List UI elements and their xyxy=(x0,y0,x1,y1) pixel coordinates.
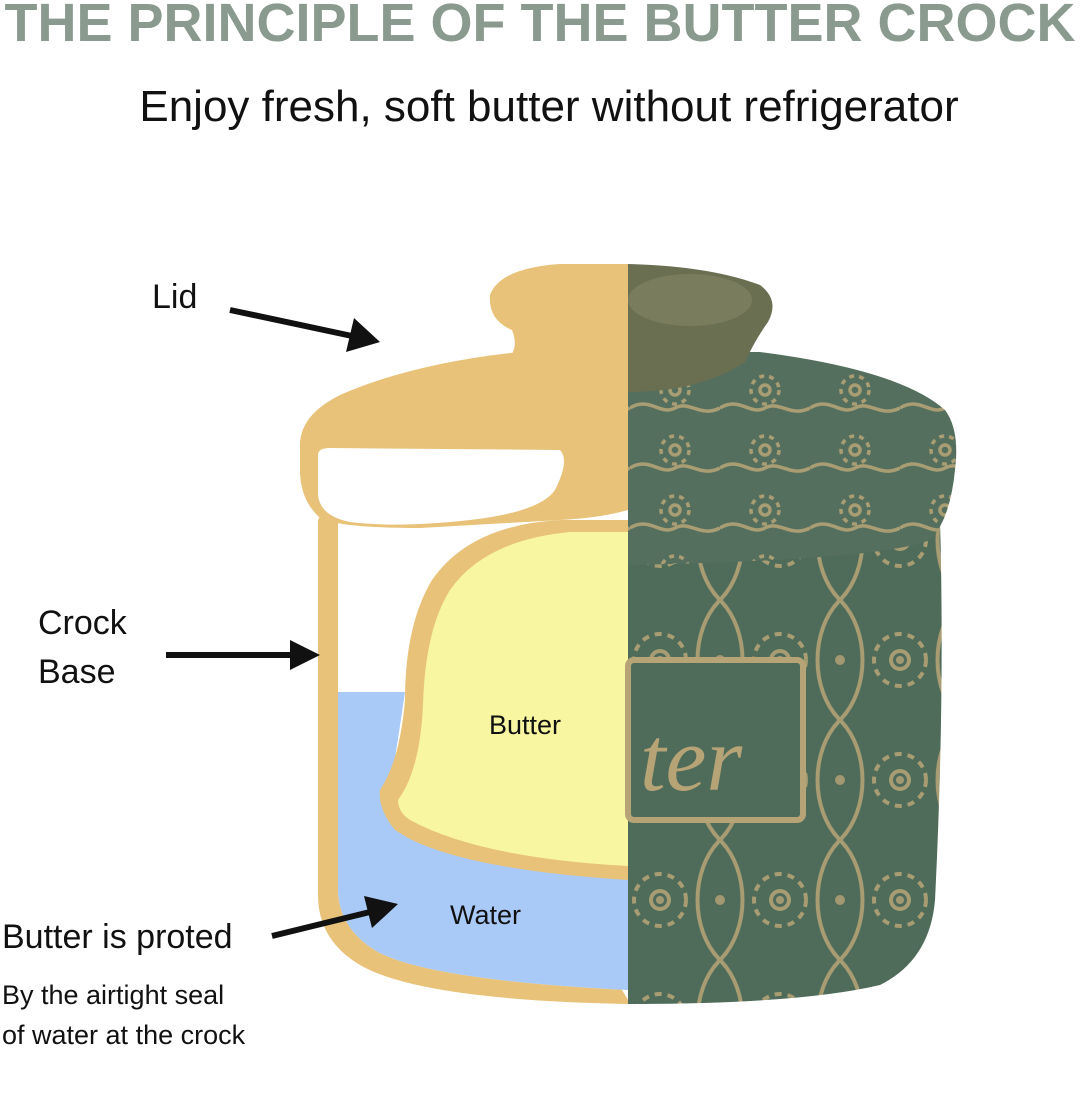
lid-label: Lid xyxy=(152,278,197,317)
ceramic-knob-top xyxy=(628,274,752,326)
seal-description-line2: of water at the crock xyxy=(2,1020,245,1051)
ceramic-label-text: ter xyxy=(640,708,743,810)
lid-knob xyxy=(490,264,628,362)
crock-base-label-line2: Base xyxy=(38,653,116,692)
lid-arrow xyxy=(230,310,380,352)
crock-base-label-line1: Crock xyxy=(38,604,127,643)
schematic-half xyxy=(300,264,628,1004)
butter-protected-label: Butter is proted xyxy=(2,918,233,957)
seal-description-line1: By the airtight seal xyxy=(2,980,224,1011)
ceramic-photo-half: ter xyxy=(628,264,956,1004)
water-label: Water xyxy=(450,900,521,931)
butter-label: Butter xyxy=(489,710,561,741)
crock-base-arrow xyxy=(166,640,320,670)
